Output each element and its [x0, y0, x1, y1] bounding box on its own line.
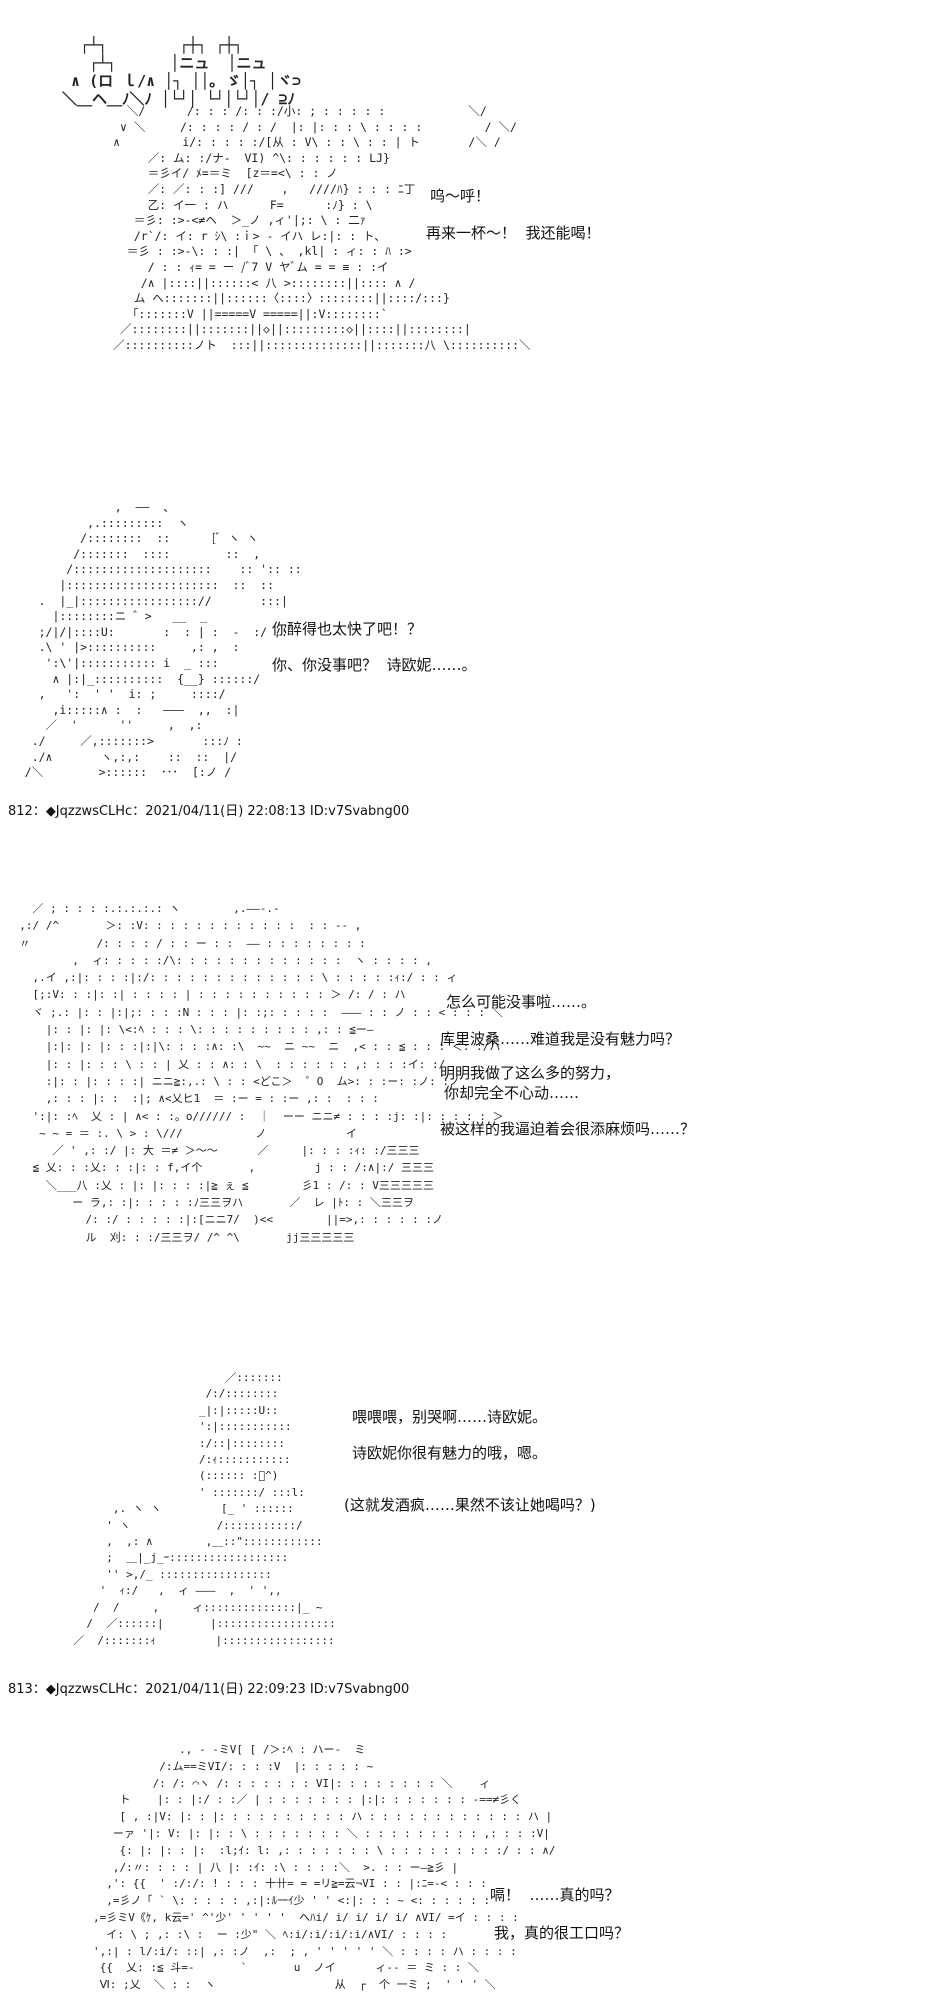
dialog-line: 你醉得也太快了吧！？: [272, 620, 423, 638]
post-header: 812：◆JqzzwsCLHc：2021/04/11(日) 22:08:13 I…: [8, 804, 410, 819]
dialog-line: (这就发酒疯……果然不该让她喝吗？): [344, 1496, 596, 1514]
dialog-line: 明明我做了这么多的努力，: [440, 1064, 621, 1082]
ascii-art-drunk-girl: ＼/ /: : : /: : :/小: ; : : : : : ＼/ ∨ ＼ /…: [113, 104, 531, 352]
post-header: 813：◆JqzzwsCLHc：2021/04/11(日) 22:09:23 I…: [8, 1682, 410, 1697]
dialog-line: 怎么可能没事啦……。: [446, 993, 597, 1011]
ascii-art-title: ┌┴┐ ┌┼┐ ┌┼┐ ┌┴┐ │ニュ │ニュ ∧ (ロ ｌ/∧ │┐ ││｡ …: [62, 36, 302, 108]
dialog-line: 喂喂喂，别哭啊……诗欧妮。: [352, 1408, 548, 1426]
ascii-art-blushing-girl: ., - -ミV[ [ /＞:ﾍ : ハー- ミ /:ム==ミVI/: : : …: [92, 1743, 556, 1992]
dialog-line: 呜～呼！: [430, 187, 491, 205]
dialog-line: 嗝！ ……真的吗？: [490, 1886, 620, 1904]
dialog-line: 你、你没事吧？ 诗欧妮……。: [272, 656, 477, 674]
dialog-line: 被这样的我逼迫着会很添麻烦吗……？: [440, 1120, 696, 1138]
ascii-art-boy: , ―― 、 ,.::::::::: ヽ /:::::::: :: [ﾞ ヽ ヽ…: [24, 500, 302, 780]
dialog-line: 我，真的很工口吗？: [494, 1924, 630, 1942]
dialog-line: 你却完全不心动……: [444, 1084, 580, 1102]
ascii-art-boy-back: ／::::::: /:/:::::::: _|:|:::::U:: ':|:::…: [73, 1371, 336, 1647]
dialog-line: 诗欧妮你很有魅力的哦，嗯。: [352, 1444, 548, 1462]
ascii-art-crying-girl: ／ ; : : : :.:.:.:.: ヽ ,.――-.- ,:/ /^ ＞: …: [19, 902, 504, 1244]
dialog-line: 库里波桑……难道我是没有魅力吗？: [440, 1030, 681, 1048]
dialog-line: 再来一杯～！ 我还能喝！: [426, 224, 601, 242]
